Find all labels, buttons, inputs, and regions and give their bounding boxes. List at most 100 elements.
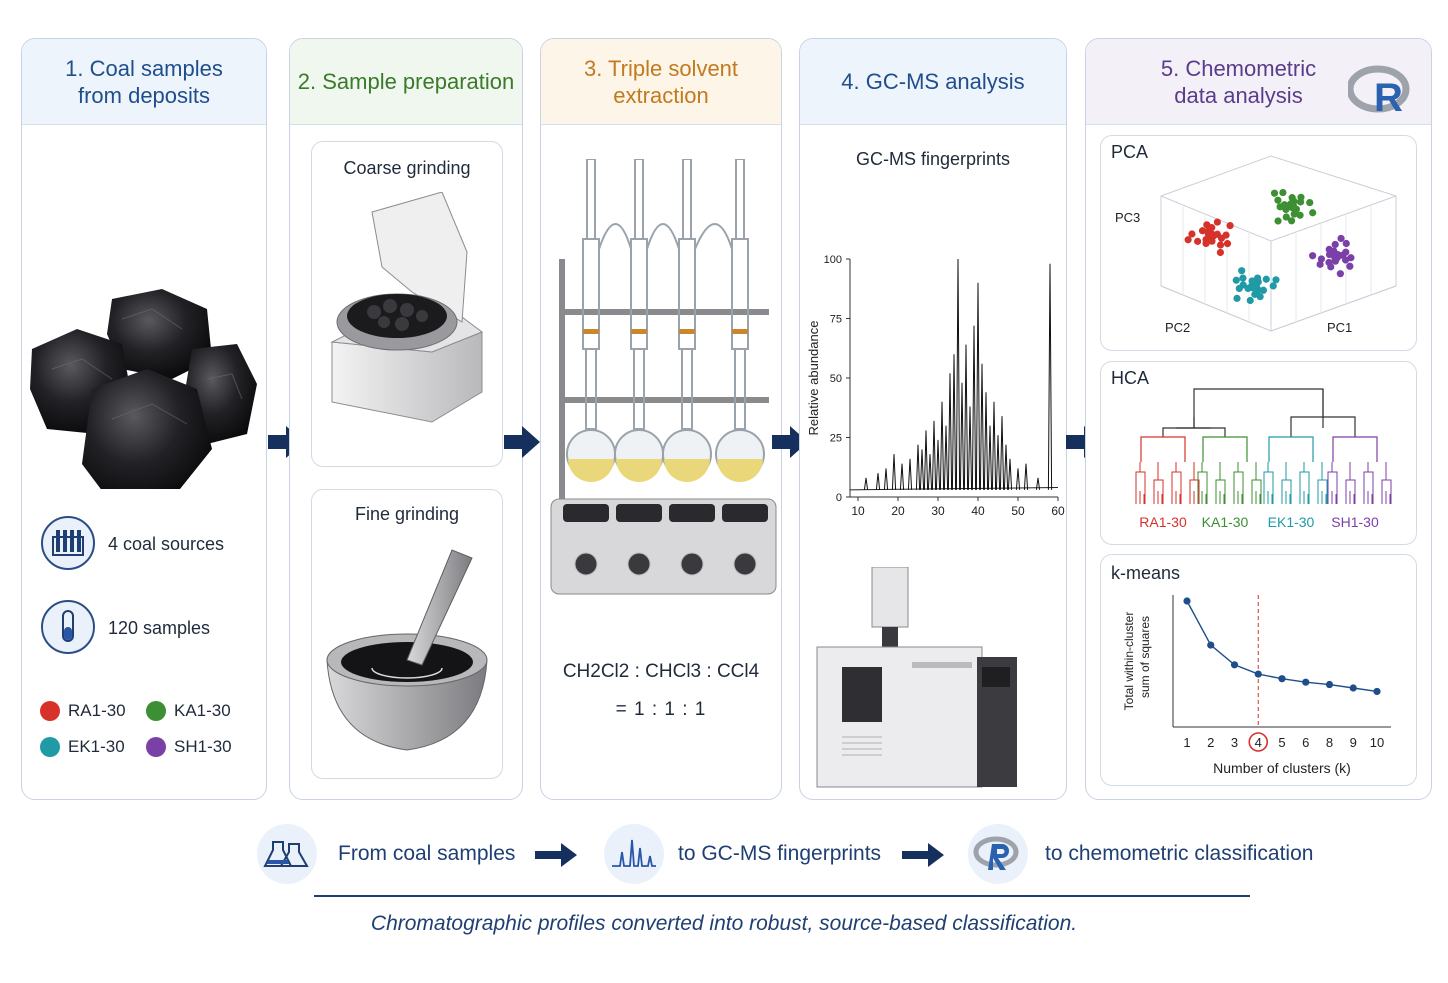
r-logo-letter: R <box>1374 76 1403 119</box>
test-tube-icon <box>41 600 95 654</box>
chromatogram-peak <box>991 401 997 490</box>
legend-dot <box>146 701 166 721</box>
pca-point <box>1198 227 1207 235</box>
chromatogram-peak <box>963 344 969 490</box>
elbow-point <box>1254 670 1262 678</box>
kmeans-title: k-means <box>1111 563 1181 583</box>
pca-point <box>1331 240 1339 249</box>
solvent-ratio-formula: CH2Cl2 : CHCl3 : CCl4 <box>562 661 760 682</box>
panel-title: 3. Triple solvent extraction <box>541 39 781 125</box>
optimal-k-marker <box>1248 732 1269 752</box>
elbow-point <box>1183 597 1191 605</box>
pca-point <box>1309 209 1317 217</box>
panel-title: 4. GC-MS analysis <box>800 39 1066 125</box>
hca-cluster-label: KA1-30 <box>1202 514 1249 530</box>
chromatogram-peak <box>927 454 933 490</box>
samples-label: 120 samples <box>108 618 211 638</box>
panel-solvent-extraction: 3. Triple solvent extraction CH2Cl2 : CH… <box>540 38 782 800</box>
summary-step-gcms: to GC-MS fingerprints <box>678 842 882 865</box>
chromatogram-peak <box>999 416 1005 490</box>
pca-point <box>1288 194 1296 202</box>
elbow-point <box>1349 684 1357 692</box>
x-tick-label: 20 <box>891 504 905 518</box>
pca-point <box>1184 236 1192 244</box>
pca-point <box>1282 205 1290 214</box>
legend-dot <box>146 737 166 757</box>
chromatogram-peak <box>967 406 973 490</box>
y-axis-label: Total within-cluster <box>1122 612 1136 711</box>
pca-point <box>1235 284 1243 293</box>
chromatogram-peak <box>975 282 981 490</box>
chromatogram-peak <box>1047 263 1053 490</box>
pca-point <box>1223 240 1232 248</box>
chromatogram-peak <box>1003 444 1009 490</box>
legend-label: EK1-30 <box>68 737 125 756</box>
coarse-grinding-card: Coarse grinding <box>311 141 503 467</box>
chromatogram-peak <box>971 325 977 490</box>
coal-sources-stat: 4 coal sources <box>40 515 260 575</box>
chromatogram-peak <box>935 439 941 490</box>
chromatogram-peak <box>1007 458 1013 490</box>
pca-point <box>1194 237 1202 245</box>
pca-point <box>1233 294 1241 302</box>
chromatogram-peak <box>863 477 869 490</box>
gcms-instrument-image <box>816 567 1017 788</box>
y-axis-label: Relative abundance <box>806 321 821 436</box>
panel-title: 2. Sample preparation <box>290 39 522 125</box>
pca-point <box>1279 188 1287 197</box>
fine-grinding-card: Fine grinding <box>311 489 503 779</box>
samples-stat: 120 samples <box>40 599 260 659</box>
arrow-right-icon <box>535 843 577 867</box>
elbow-point <box>1373 687 1381 696</box>
chromatogram-peak <box>955 258 961 490</box>
x-tick-label: 10 <box>851 504 865 518</box>
arrow-right-icon <box>902 843 944 867</box>
pca-point <box>1253 274 1262 282</box>
coal-sources-label: 4 coal sources <box>108 534 225 554</box>
panel-sample-preparation: 2. Sample preparation Coarse grinding Fi… <box>289 38 523 800</box>
chromatogram-peak <box>907 458 913 490</box>
pca-point <box>1287 217 1296 225</box>
pca-point <box>1347 254 1355 262</box>
pca-point <box>1309 252 1317 260</box>
y-tick-label: 25 <box>830 433 842 445</box>
pca-point <box>1208 237 1216 245</box>
dendrogram-branch <box>1140 436 1186 462</box>
summary-step-classification: to chemometric classification <box>1045 842 1314 865</box>
pca-point <box>1325 250 1334 259</box>
dendrogram-link <box>1162 389 1356 437</box>
chromatogram-peak <box>947 373 953 490</box>
chromatogram-peak <box>995 435 1001 490</box>
r-logo-icon: R <box>1348 65 1410 119</box>
y-tick-label: 0 <box>836 492 842 504</box>
pca-grid <box>1160 195 1397 332</box>
pca-point <box>1246 296 1254 305</box>
pca-point <box>1188 230 1196 238</box>
hca-cluster-label: RA1-30 <box>1139 514 1187 530</box>
chromatogram-peak <box>951 354 957 490</box>
pca-point <box>1239 274 1247 282</box>
x-tick-label: 5 <box>1278 735 1285 750</box>
pca-point <box>1336 270 1344 278</box>
coal-lumps-image <box>30 289 257 489</box>
flask-icon <box>257 824 317 884</box>
pca-point <box>1270 189 1279 197</box>
x-tick-label: 10 <box>1370 735 1384 750</box>
dendrogram-branch <box>1268 436 1314 462</box>
x-tick-label: 9 <box>1350 735 1357 750</box>
pca-point <box>1262 275 1270 283</box>
y-tick-label: 50 <box>830 373 842 385</box>
extraction-apparatus-image <box>550 159 777 595</box>
legend-label: SH1-30 <box>174 737 232 756</box>
hca-cluster-label: SH1-30 <box>1331 514 1379 530</box>
pca-point <box>1208 230 1217 238</box>
elbow-point <box>1230 661 1239 669</box>
elbow-point <box>1302 678 1310 686</box>
pca-point <box>1342 248 1350 256</box>
pca-point <box>1272 276 1280 284</box>
pca-point <box>1269 282 1277 290</box>
pca-point <box>1232 276 1240 284</box>
chromatogram-peak <box>919 449 925 490</box>
